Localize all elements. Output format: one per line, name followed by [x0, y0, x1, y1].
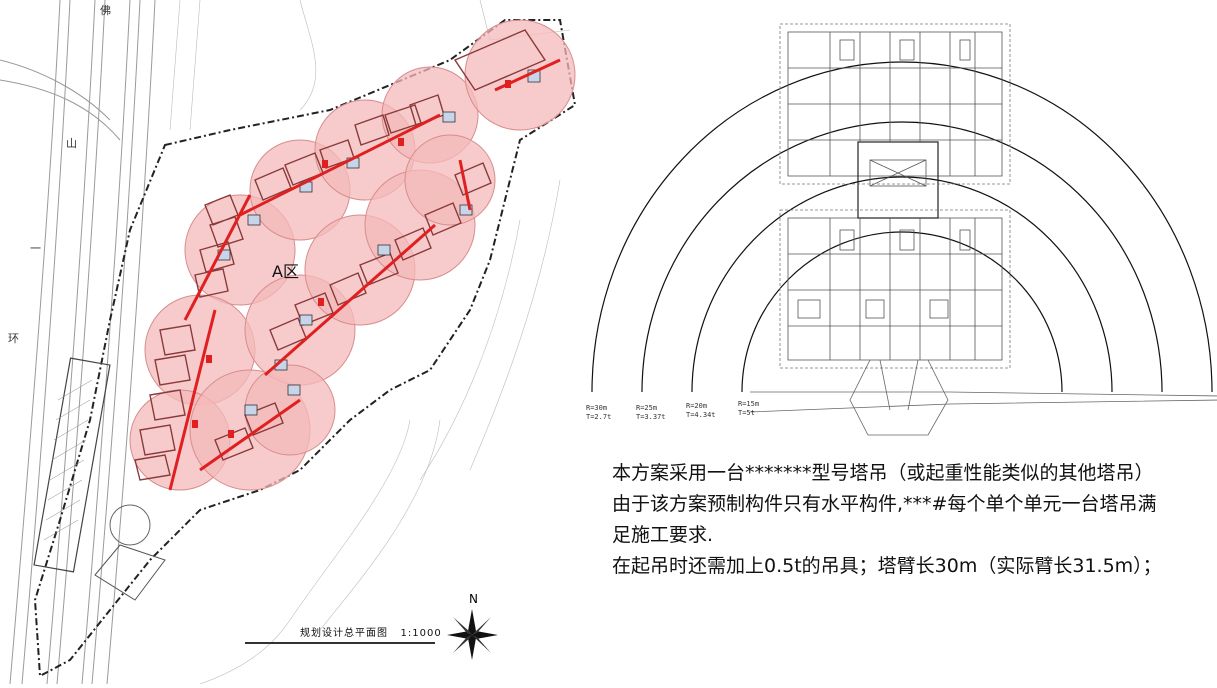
load-value: T=4.34t — [686, 411, 716, 419]
crane-drawing — [591, 23, 1217, 436]
radius-value: R=30m — [586, 404, 608, 412]
radius-label-30: R=30m T=2.7t — [586, 404, 611, 422]
zone-label: A区 — [272, 262, 299, 281]
description-line-3: 在起吊时还需加上0.5t的吊具；塔臂长30m（实际臂长31.5m）； — [612, 555, 1162, 577]
plan-scale: 1:1000 — [400, 628, 442, 639]
gate-building — [94, 544, 166, 601]
dimension-lines — [779, 23, 1011, 369]
description: 本方案采用一台*******型号塔吊（或起重性能类似的其他塔吊） 由于该方案预制… — [612, 458, 1172, 582]
description-line-2: 由于该方案预制构件只有水平构件,***#每个单个单元一台塔吊满足施工要求. — [612, 493, 1157, 546]
road-char-3: 一 — [30, 242, 41, 255]
north-label: N — [469, 592, 478, 606]
radius-value: R=25m — [636, 404, 658, 412]
load-value: T=2.7t — [586, 413, 612, 421]
radius-arcs — [591, 61, 1213, 393]
compass-rose-icon — [447, 609, 498, 660]
hatched-strip — [33, 357, 111, 573]
plan-title-text: 规划设计总平面图 — [300, 628, 388, 639]
plan-title: 规划设计总平面图 1:1000 — [300, 624, 442, 639]
plan-title-underline — [245, 642, 435, 644]
crane-coverage — [129, 19, 576, 491]
floor-plan — [787, 31, 1003, 361]
site-plan-drawing — [0, 0, 577, 685]
load-value: T=3.37t — [636, 413, 666, 421]
road-char-2: 山 — [66, 137, 77, 150]
crane-radius-diagram: R=30m T=2.7t R=25m T=3.37t R=20m T=4.34t… — [580, 0, 1217, 440]
radius-label-20: R=20m T=4.34t — [686, 402, 716, 420]
site-boundary — [33, 19, 577, 678]
road-char-1: 佛 — [100, 4, 111, 17]
radius-value: R=20m — [686, 402, 708, 410]
radius-label-15: R=15m T=5t — [738, 400, 759, 418]
road-lines — [0, 0, 156, 685]
radius-label-25: R=25m T=3.37t — [636, 404, 666, 422]
hatch — [43, 379, 93, 541]
site-plan: 佛 山 一 环 A区 规划设计总平面图 1:1000 N — [0, 0, 580, 685]
road-char-4: 环 — [8, 332, 19, 345]
crane-foot — [749, 359, 1217, 436]
crane-markers — [192, 80, 511, 438]
crane-arms — [168, 58, 561, 491]
north-arrow: N — [445, 592, 500, 662]
crane-bases — [217, 69, 541, 416]
radius-value: R=15m — [738, 400, 760, 408]
description-line-1: 本方案采用一台*******型号塔吊（或起重性能类似的其他塔吊） — [612, 462, 1154, 484]
load-value: T=5t — [738, 409, 755, 417]
roundabout — [109, 504, 151, 546]
